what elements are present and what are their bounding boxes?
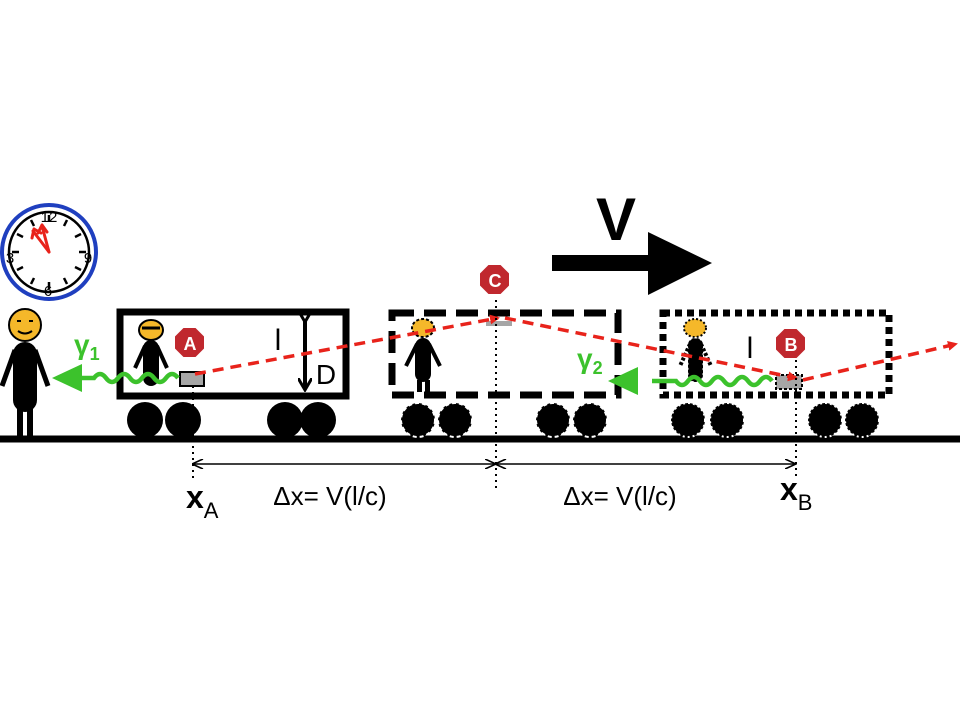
velocity-arrow-head [648, 232, 712, 295]
event-marker-a: A [173, 326, 206, 359]
position-label-xb: xB [780, 471, 812, 515]
event-marker-b-label: B [785, 335, 798, 355]
interval-label-1: Δx= V(l/c) [273, 481, 386, 511]
event-marker-b: B [774, 327, 807, 360]
photon-1-label: γ1 [74, 329, 100, 364]
clock-hands [30, 223, 51, 254]
observer-head [8, 308, 42, 342]
clock-number-9: 9 [84, 250, 92, 267]
wagon-length-label-3: l [747, 332, 754, 365]
clock-number-3: 3 [6, 250, 14, 267]
passenger-3 [678, 318, 713, 383]
wagon-length-label-1: l [275, 324, 282, 357]
light-path [194, 314, 958, 382]
stationary-observer [0, 308, 51, 437]
event-marker-a-label: A [184, 334, 197, 354]
velocity-arrow-shaft [552, 255, 657, 271]
position-label-xa: xA [186, 479, 219, 523]
clock-number-12: 12 [41, 209, 58, 226]
interval-label-2: Δx= V(l/c) [563, 481, 676, 511]
mirror [486, 321, 512, 326]
velocity-label: V [596, 186, 636, 253]
clock-icon: 12 3 6 9 [0, 203, 98, 301]
wagon-height-label: D [316, 359, 336, 390]
event-marker-c: C [478, 263, 511, 296]
photon-1: γ1 [52, 329, 180, 392]
event-marker-c-label: C [489, 271, 502, 291]
photon-2-label: γ2 [577, 343, 603, 378]
clock-number-6: 6 [44, 283, 52, 300]
wagon-solid: l D [116, 308, 350, 438]
photon-2: γ2 [577, 343, 774, 395]
velocity-indicator: V [552, 186, 712, 295]
